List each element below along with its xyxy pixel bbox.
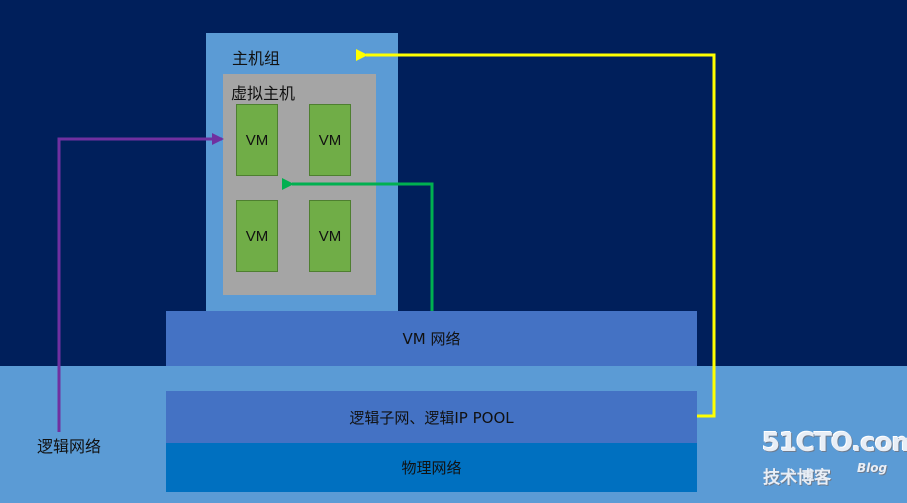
vm-box: VM (236, 200, 278, 272)
logical-subnet-band: 逻辑子网、逻辑IP POOL (166, 391, 697, 443)
yellow-arrow (356, 49, 716, 418)
watermark-logo: 51CTO.com 技术博客 Blog (762, 428, 907, 490)
vm-box: VM (309, 200, 351, 272)
watermark-main: 51CTO.com (762, 428, 907, 458)
vm-box: VM (236, 104, 278, 176)
vm-box: VM (309, 104, 351, 176)
background-top (0, 0, 907, 366)
green-arrow (282, 178, 434, 311)
watermark-sub: 技术博客 (763, 468, 831, 488)
watermark-blog: Blog (857, 461, 888, 475)
logical-network-label: 逻辑网络 (37, 437, 102, 456)
physical-network-band: 物理网络 (166, 443, 697, 492)
vm-network-band: VM 网络 (166, 311, 697, 366)
virtual-host-label: 虚拟主机 (231, 84, 296, 103)
purple-arrow (57, 133, 224, 432)
host-group-label: 主机组 (232, 49, 281, 68)
